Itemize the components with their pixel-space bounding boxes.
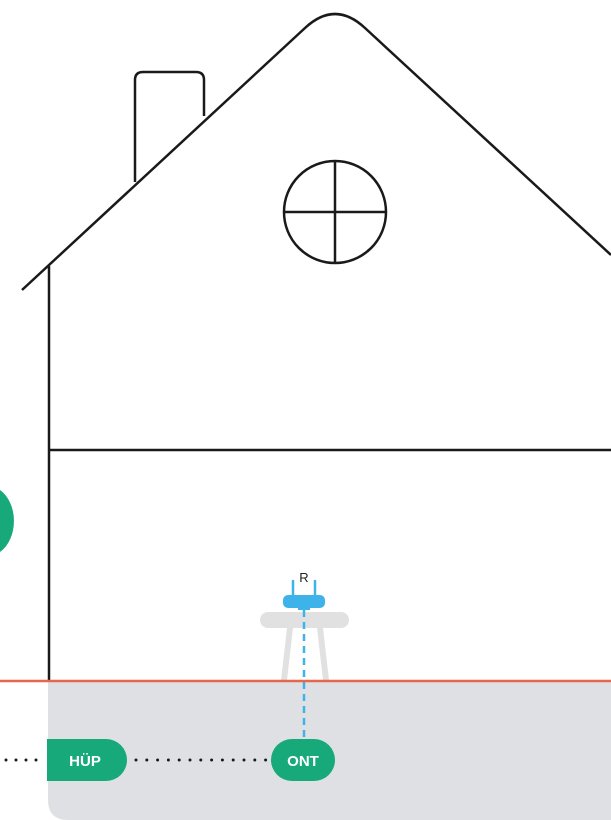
roof [21,12,611,291]
hup-label: HÜP [69,753,101,770]
router-icon [283,579,325,610]
side-table [260,612,349,680]
hup-node: HÜP [47,739,127,781]
chimney [133,70,206,182]
ont-label: ONT [287,753,319,770]
router-label: R [299,570,308,585]
ont-node: ONT [271,739,335,781]
edge-node [0,490,14,552]
round-window-icon [282,159,388,265]
